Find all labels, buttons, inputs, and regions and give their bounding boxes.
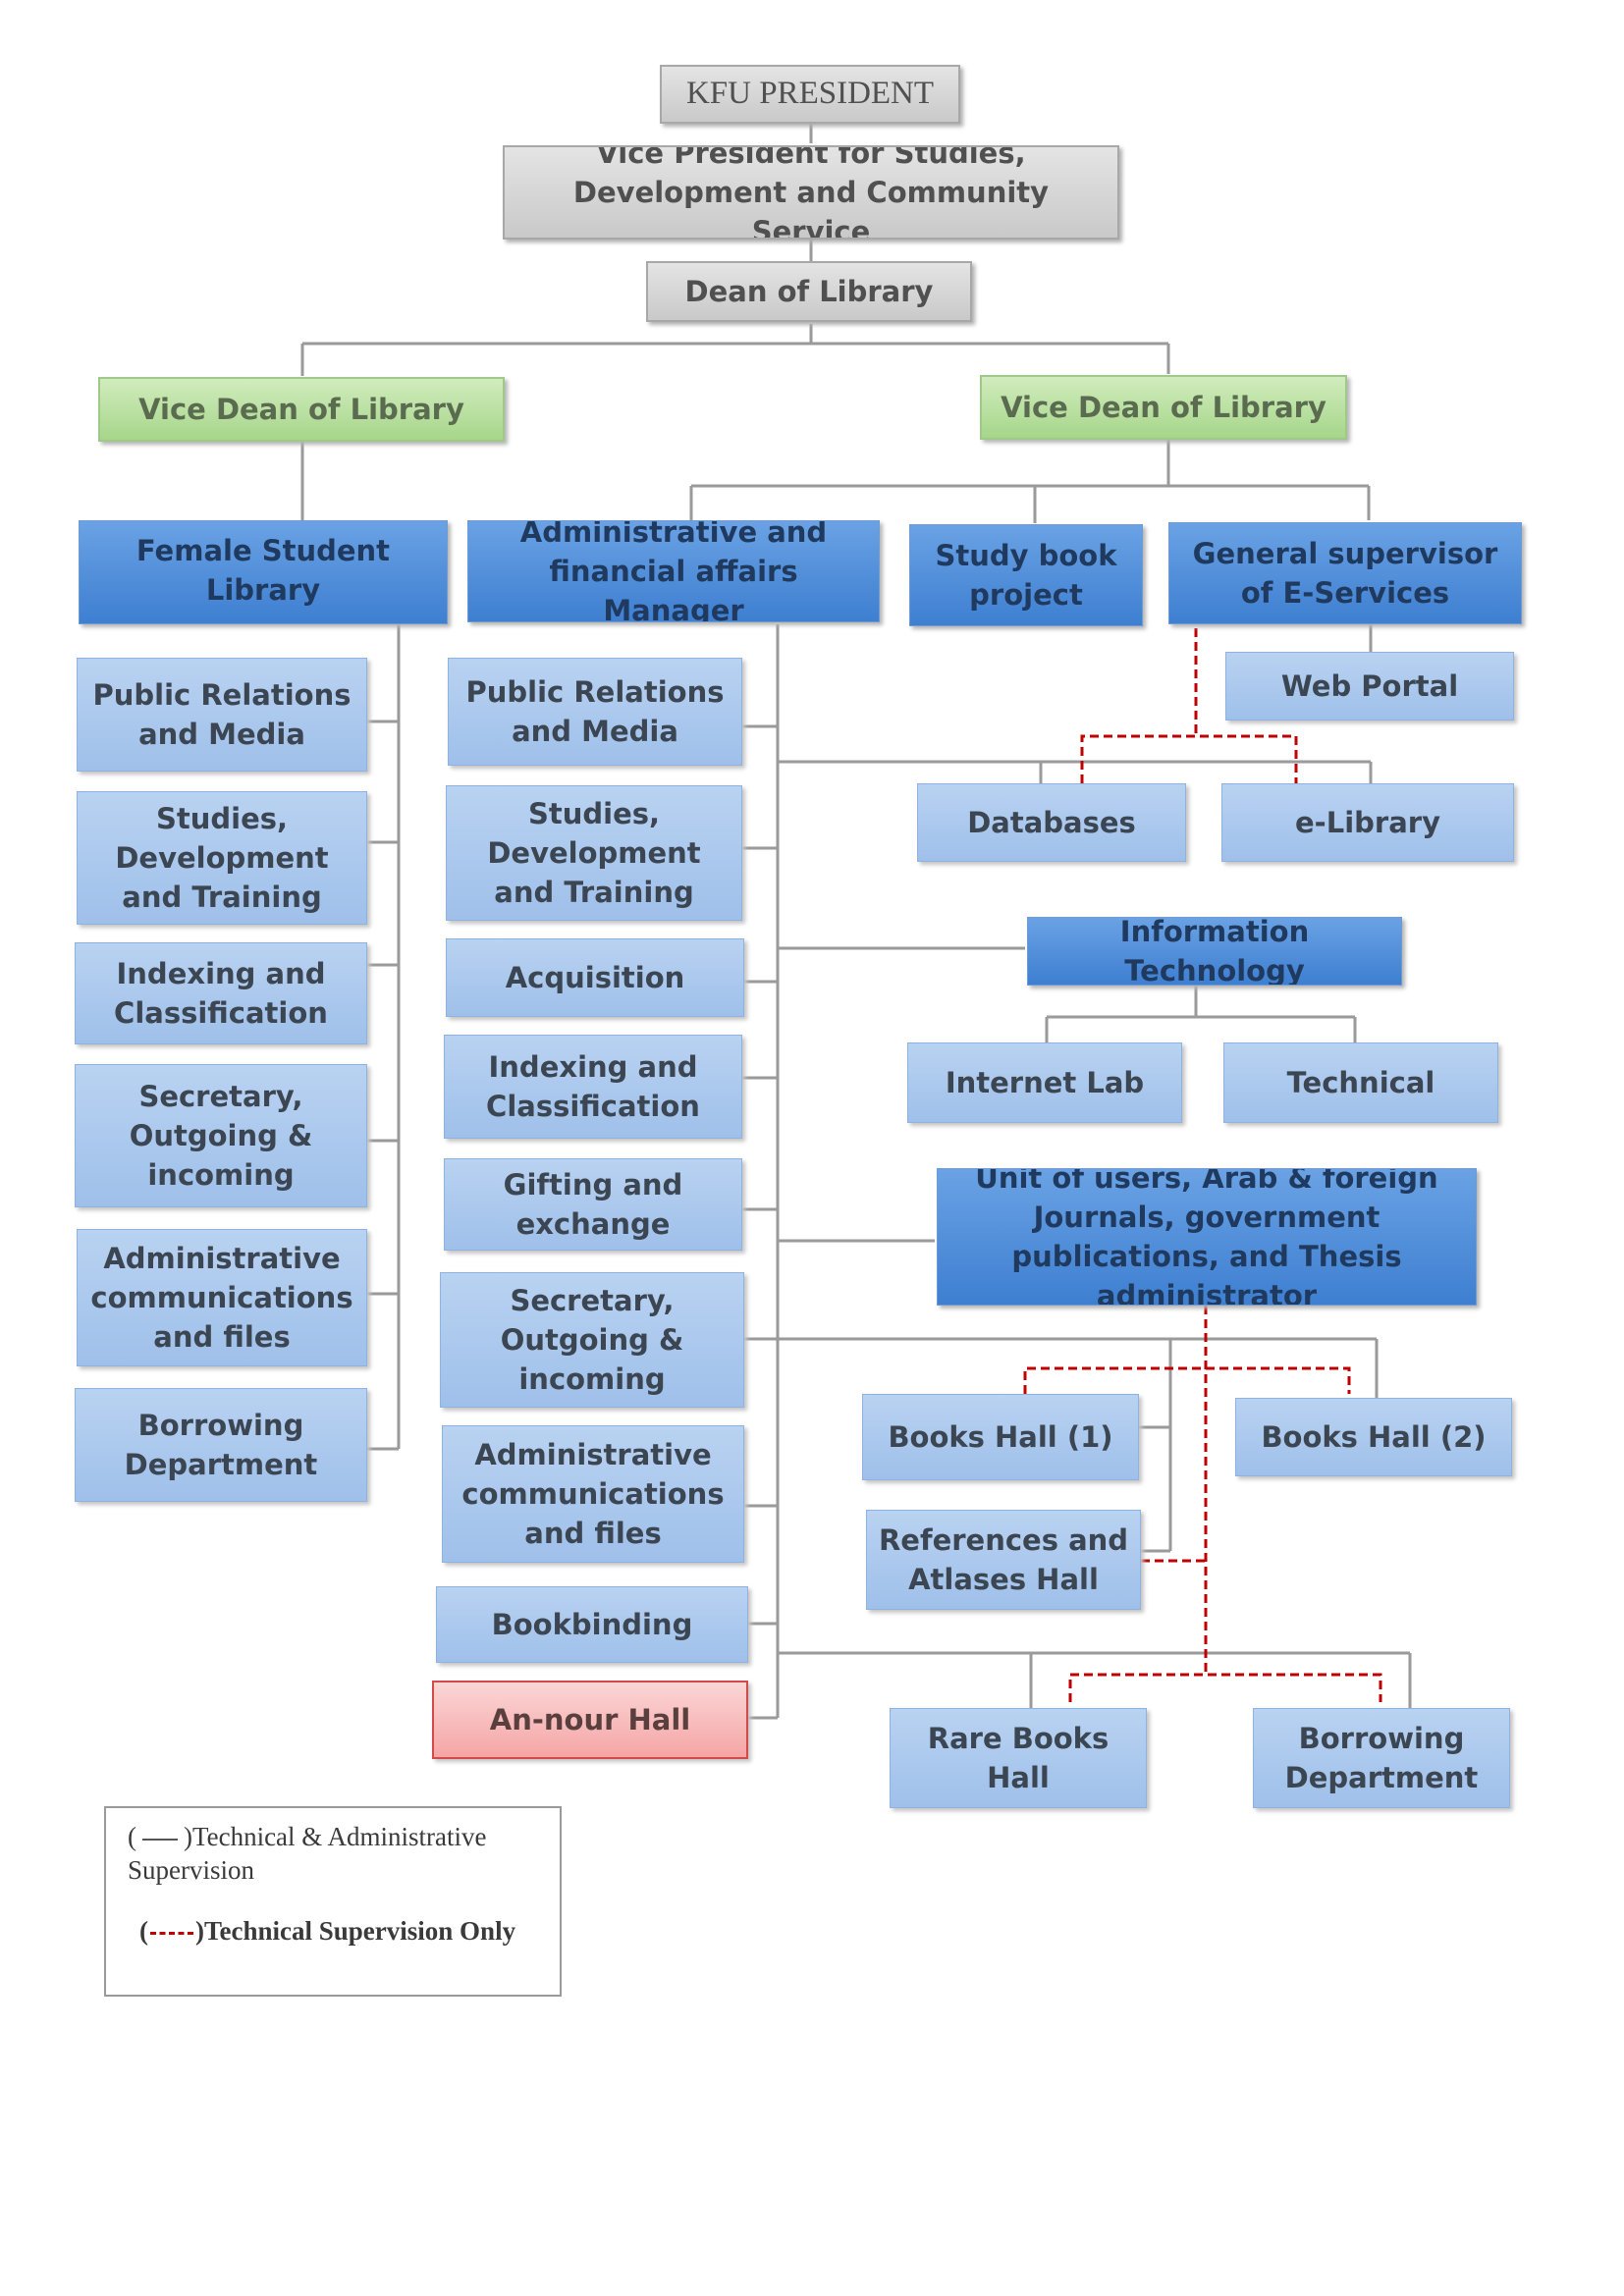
books-hall-1-box: Books Hall (1) (862, 1394, 1139, 1480)
female-unit-indexing: Indexing and Classification (75, 942, 367, 1044)
female-unit-pr: Public Relations and Media (77, 658, 367, 772)
rare-books-box: Rare Books Hall (890, 1708, 1147, 1808)
female-unit-secretary: Secretary, Outgoing & incoming (75, 1064, 367, 1207)
eservices-box: General supervisor of E-Services (1168, 522, 1522, 624)
admin-unit-gifting: Gifting and exchange (444, 1158, 742, 1251)
admin-unit-annour-hall: An-nour Hall (432, 1681, 748, 1759)
legend: ()Technical & Administrative Supervision… (104, 1806, 562, 1997)
dean-box: Dean of Library (646, 261, 972, 322)
female-library-box: Female Student Library (79, 520, 448, 624)
female-unit-admin-comm: Administrative communications and files (77, 1229, 367, 1366)
president-box: KFU PRESIDENT (660, 65, 960, 124)
legend-solid-open: ( (128, 1822, 136, 1851)
female-unit-borrowing: Borrowing Department (75, 1388, 367, 1502)
female-unit-studies: Studies, Development and Training (77, 791, 367, 925)
admin-unit-indexing: Indexing and Classification (444, 1035, 742, 1139)
users-borrowing-box: Borrowing Department (1253, 1708, 1510, 1808)
legend-solid-row: ()Technical & Administrative Supervision (128, 1820, 550, 1887)
references-hall-box: References and Atlases Hall (866, 1510, 1141, 1610)
admin-unit-acquisition: Acquisition (446, 938, 744, 1017)
elibrary-box: e-Library (1221, 783, 1514, 862)
databases-box: Databases (917, 783, 1186, 862)
admin-unit-admin-comm: Administrative communications and files (442, 1425, 744, 1563)
legend-dashed-open: ( (139, 1916, 148, 1946)
legend-dashed-text: )Technical Supervision Only (195, 1916, 516, 1946)
legend-dashed-row: ( )Technical Supervision Only (139, 1914, 515, 1948)
technical-box: Technical (1223, 1042, 1498, 1123)
it-box: Information Technology (1027, 917, 1402, 986)
study-book-box: Study book project (909, 524, 1143, 626)
web-portal-box: Web Portal (1225, 652, 1514, 721)
users-unit-box: Unit of users, Arab & foreign Journals, … (937, 1168, 1477, 1306)
vice-president-box: Vice President for Studies, Development … (503, 145, 1119, 240)
solid-line-sample (142, 1838, 178, 1841)
admin-manager-box: Administrative and financial affairs Man… (467, 520, 880, 622)
vice-dean-right-box: Vice Dean of Library (980, 375, 1347, 440)
vice-dean-left-box: Vice Dean of Library (98, 377, 505, 442)
admin-unit-studies: Studies, Development and Training (446, 785, 742, 921)
admin-unit-pr: Public Relations and Media (448, 658, 742, 766)
dashed-line-sample (150, 1932, 193, 1936)
books-hall-2-box: Books Hall (2) (1235, 1398, 1512, 1476)
admin-unit-bookbinding: Bookbinding (436, 1586, 748, 1663)
legend-solid-text: )Technical & Administrative Supervision (128, 1822, 487, 1885)
internet-lab-box: Internet Lab (907, 1042, 1182, 1123)
admin-unit-secretary: Secretary, Outgoing & incoming (440, 1272, 744, 1408)
